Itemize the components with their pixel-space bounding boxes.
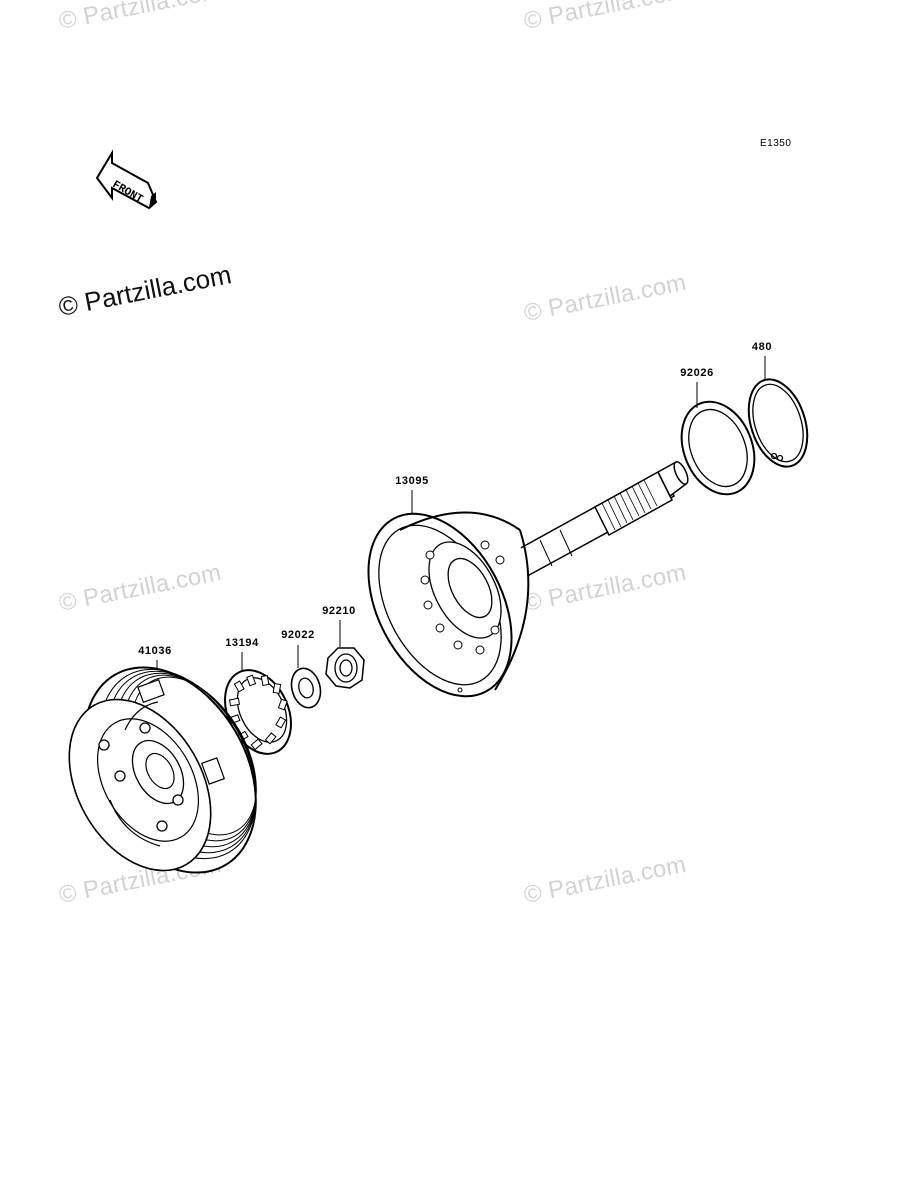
part-label-13095[interactable]: 13095 [395,475,429,487]
front-arrow-icon: FRONT [95,149,158,210]
part-label-92022[interactable]: 92022 [281,629,315,641]
part-92210-nut [325,647,365,689]
part-label-480[interactable]: 480 [751,341,773,353]
part-92026-ring [680,400,756,496]
part-41036-clutch-assembly [68,666,257,874]
part-480-circlip [747,378,809,468]
part-92022-washer [290,667,322,709]
part-13095-drum [367,511,530,699]
part-label-41036[interactable]: 41036 [138,645,172,657]
part-label-92026[interactable]: 92026 [680,367,714,379]
diagram-code: E1350 [760,138,792,149]
part-label-13194[interactable]: 13194 [225,637,259,649]
part-13194-oneway-clutch [224,669,292,755]
part-label-92210[interactable]: 92210 [322,605,356,617]
part-13095-shaft [507,460,689,582]
